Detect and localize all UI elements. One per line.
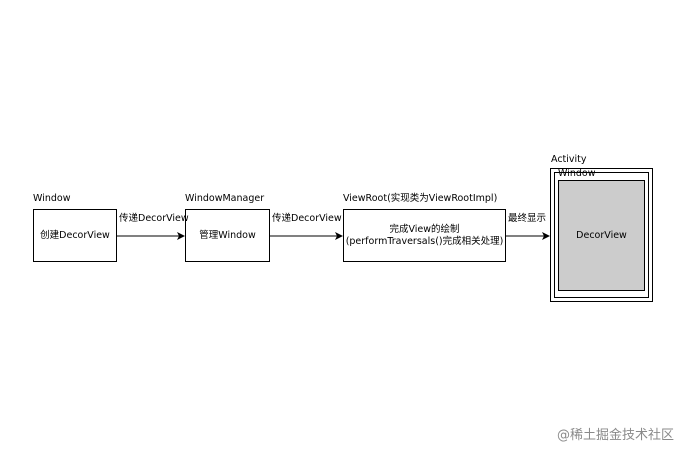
window-box: 创建DecorView [33,209,117,262]
watermark: @稀土掘金技术社区 [556,428,674,443]
arrowhead-2 [335,232,343,240]
edge-label-2: 传递DecorView [272,213,342,224]
window-manager-box: 管理Window [185,209,270,262]
edge-label-1: 传递DecorView [119,213,189,224]
view-root-line2: (performTraversals()完成相关处理) [345,235,504,247]
activity-title: Activity [551,154,587,165]
decor-view-box: DecorView [558,180,645,291]
view-root-box: 完成View的绘制 (performTraversals()完成相关处理) [343,209,506,262]
window-box-text: 创建DecorView [40,229,110,241]
decor-view-text: DecorView [576,229,627,241]
activity-window-title: Window [558,168,596,179]
edge-label-3: 最终显示 [508,213,547,224]
window-title: Window [33,193,71,204]
window-manager-box-text: 管理Window [199,229,256,241]
arrowhead-1 [177,232,185,240]
window-manager-title: WindowManager [185,193,265,204]
view-root-line1: 完成View的绘制 [389,223,460,235]
view-root-title: ViewRoot(实现类为ViewRootImpl) [343,193,498,204]
arrowhead-3 [542,232,550,240]
